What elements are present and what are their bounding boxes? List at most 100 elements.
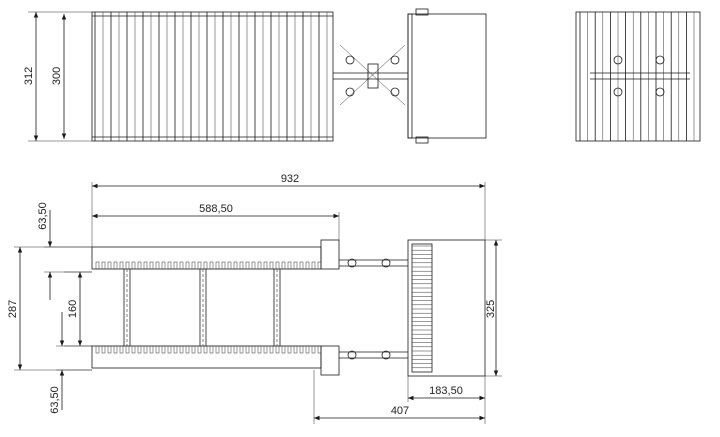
rail-tooth [119, 261, 124, 270]
dim-325-label: 325 [485, 300, 497, 318]
rail-tooth [209, 345, 214, 354]
rail-tooth [161, 345, 166, 354]
rail-tooth [191, 345, 196, 354]
rail-tooth [161, 261, 166, 270]
rail-tooth [239, 261, 244, 270]
rail-tooth [281, 345, 286, 354]
rail-tooth [185, 261, 190, 270]
rail-tooth [281, 261, 286, 270]
side-view-fins [575, 11, 701, 142]
rail-tooth [179, 261, 184, 270]
rail-tooth [173, 345, 178, 354]
rail-tooth [215, 345, 220, 354]
rail-tooth [287, 261, 292, 270]
rail-tooth [293, 261, 298, 270]
rail-tooth [233, 261, 238, 270]
rail-tooth [197, 345, 202, 354]
dim-63-top-label: 63,50 [37, 202, 49, 230]
dim-top-height: 312 300 [23, 11, 92, 142]
rail-tooth [131, 345, 136, 354]
rail-tooth [173, 261, 178, 270]
rail-tooth [143, 345, 148, 354]
rail-tooth [209, 261, 214, 270]
rail-tooth [275, 261, 280, 270]
dim-inner-gap: 160 [64, 271, 92, 347]
rail-tooth [299, 345, 304, 354]
rail-tooth [239, 345, 244, 354]
top-view-fin-stack [91, 11, 334, 142]
rail-tooth [317, 345, 322, 354]
rail-tooth [311, 261, 316, 270]
dim-top-offset: 63,50 [37, 202, 92, 300]
rail-tooth [179, 345, 184, 354]
rail-tooth [125, 345, 130, 354]
rail-tooth [167, 345, 172, 354]
dim-right-height: 325 [485, 239, 502, 377]
rail-tooth [149, 345, 154, 354]
dim-588-label: 588,50 [199, 203, 233, 215]
rail-tooth [155, 345, 160, 354]
rail-tooth [287, 345, 292, 354]
rail-tooth [317, 261, 322, 270]
rail-tooth [227, 261, 232, 270]
dim-287-label: 287 [7, 300, 19, 318]
rail-tooth [221, 345, 226, 354]
dim-overall-width: 932 [91, 173, 486, 247]
rail-tooth [137, 345, 142, 354]
dim-183-label: 183,50 [429, 385, 463, 397]
top-view-connector [333, 44, 408, 106]
rail-tooth [107, 261, 112, 270]
rail-tooth [113, 261, 118, 270]
rail-tooth [305, 261, 310, 270]
dim-left-height: 287 [7, 246, 92, 371]
rail-tooth [125, 261, 130, 270]
rail-tooth [269, 345, 274, 354]
rail-tooth [257, 345, 262, 354]
plan-view [91, 239, 486, 377]
rail-tooth [203, 345, 208, 354]
rail-tooth [221, 261, 226, 270]
dim-upper-length: 588,50 [92, 203, 340, 240]
rail-tooth [149, 261, 154, 270]
rail-tooth [251, 345, 256, 354]
dim-bottom-offset: 63,50 [49, 312, 92, 414]
rail-tooth [275, 345, 280, 354]
rail-tooth [305, 345, 310, 354]
rail-tooth [245, 261, 250, 270]
rail-tooth [269, 261, 274, 270]
rail-tooth [299, 261, 304, 270]
rail-tooth [107, 345, 112, 354]
rail-tooth [95, 345, 100, 354]
rail-tooth [131, 261, 136, 270]
rail-tooth [185, 345, 190, 354]
dim-300-label: 300 [51, 67, 63, 85]
rail-tooth [233, 345, 238, 354]
rail-tooth [311, 345, 316, 354]
rail-tooth [167, 261, 172, 270]
rail-tooth [263, 261, 268, 270]
rail-tooth [293, 345, 298, 354]
dim-932-label: 932 [281, 173, 299, 185]
dim-407-label: 407 [391, 405, 409, 417]
dim-box-reach: 407 [313, 370, 485, 424]
rail-tooth [137, 261, 142, 270]
rail-tooth [101, 261, 106, 270]
dim-312-label: 312 [23, 67, 35, 85]
rail-tooth [95, 261, 100, 270]
dim-box-width: 183,50 [407, 376, 486, 424]
rail-tooth [245, 345, 250, 354]
dim-63-bottom-label: 63,50 [49, 386, 61, 414]
top-view-box [407, 8, 487, 144]
rail-tooth [257, 261, 262, 270]
rail-tooth [191, 261, 196, 270]
rail-tooth [101, 345, 106, 354]
rail-tooth [263, 345, 268, 354]
rail-tooth [227, 345, 232, 354]
rail-tooth [203, 261, 208, 270]
rail-tooth [197, 261, 202, 270]
rail-tooth [119, 345, 124, 354]
rail-tooth [251, 261, 256, 270]
rail-tooth [143, 261, 148, 270]
rail-tooth [113, 345, 118, 354]
